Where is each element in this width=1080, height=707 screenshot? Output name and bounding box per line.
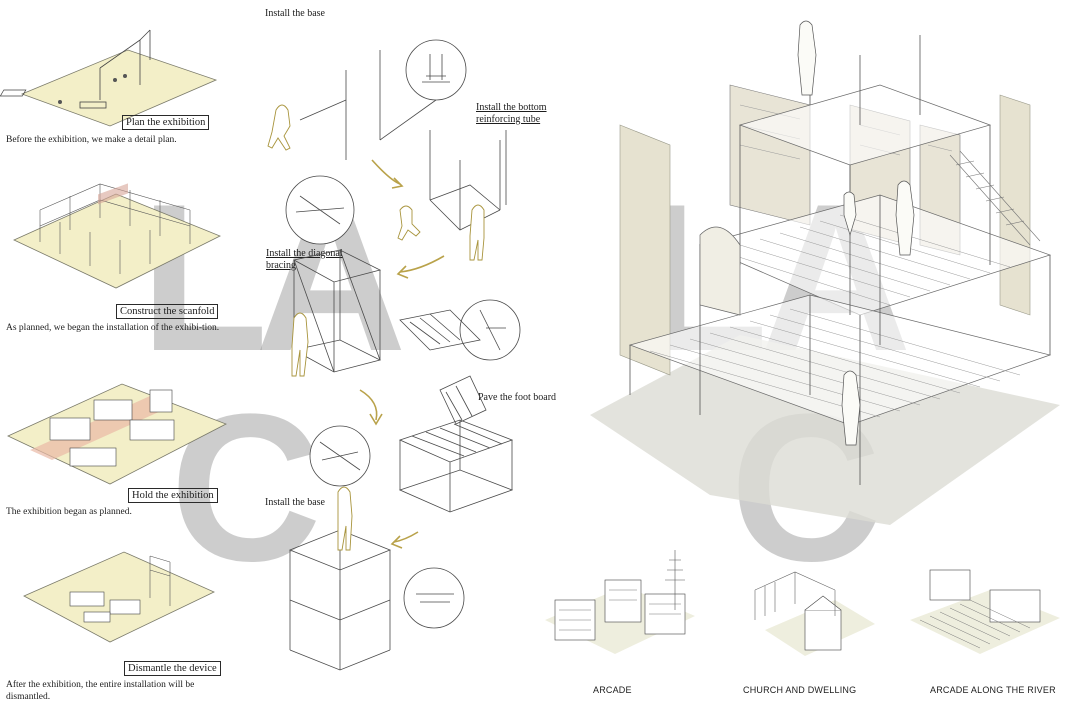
church-dwelling-drawing bbox=[754, 571, 875, 656]
plan-exhibition-diagram bbox=[0, 29, 218, 127]
step-plan-title: Plan the exhibition bbox=[122, 115, 210, 130]
label-install-bottom-tube: Install the bottom reinforcing tube bbox=[476, 102, 547, 125]
label-install-base-bottom: Install the base bbox=[265, 497, 325, 508]
watermark-letter-c1: C bbox=[170, 370, 322, 605]
hold-exhibition-diagram bbox=[7, 383, 227, 485]
label-install-base-top: Install the base bbox=[265, 8, 325, 19]
step-hold-desc: The exhibition began as planned. bbox=[6, 507, 132, 517]
step-hold-title: Hold the exhibition bbox=[128, 488, 218, 503]
caption-arcade: ARCADE bbox=[593, 685, 632, 695]
step-plan-desc: Before the exhibition, we make a detail … bbox=[6, 135, 177, 145]
arcade-drawing bbox=[545, 550, 695, 654]
step-dismantle-desc: After the exhibition, the entire install… bbox=[6, 680, 195, 702]
assembly-process-diagram bbox=[267, 39, 521, 671]
dismantle-device-diagram bbox=[23, 551, 215, 643]
exhibition-axonometric-drawing bbox=[590, 20, 1060, 525]
arcade-river-drawing bbox=[910, 569, 1060, 654]
caption-arcade-river: ARCADE ALONG THE RIVER bbox=[930, 685, 1056, 695]
caption-church-dwelling: CHURCH AND DWELLING bbox=[743, 685, 857, 695]
step-construct-desc: As planned, we began the installation of… bbox=[6, 323, 220, 333]
label-install-diagonal: Install the diagonal bracing bbox=[266, 248, 343, 271]
construct-scaffold-diagram bbox=[13, 183, 221, 289]
step-dismantle-title: Dismantle the device bbox=[124, 661, 221, 676]
label-pave-foot-board: Pave the foot board bbox=[478, 392, 557, 403]
step-construct-title: Construct the scanfold bbox=[116, 304, 219, 319]
watermark-letter-l1: L bbox=[140, 160, 268, 395]
